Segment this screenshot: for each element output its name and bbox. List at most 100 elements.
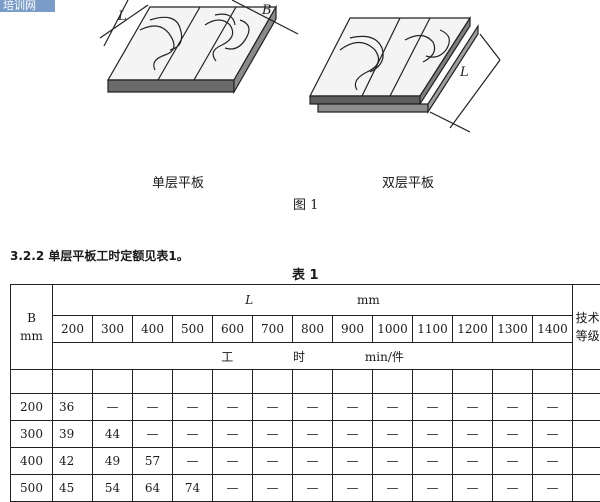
table-cell: — (293, 421, 333, 448)
skill-label-line1: 技术 (573, 309, 600, 327)
column-header-200: 200 (53, 316, 93, 343)
table-cell: — (493, 394, 533, 421)
time-label-work: 工 (221, 350, 233, 364)
table-cell: — (213, 448, 253, 475)
time-label-unit: min/件 (365, 350, 404, 364)
row-skill-cell (573, 448, 600, 475)
table-cell: — (373, 394, 413, 421)
board-figure: L B L (0, 0, 600, 200)
dimension-label-l-right: L (459, 65, 469, 80)
table-cell: — (293, 394, 333, 421)
table-cell: — (213, 475, 253, 502)
table-cell: 45 (53, 475, 93, 502)
table-cell: 54 (93, 475, 133, 502)
column-header-500: 500 (173, 316, 213, 343)
table-cell: — (253, 421, 293, 448)
table-cell: — (333, 421, 373, 448)
skill-label-line2: 等级 (573, 327, 600, 345)
table-cell: — (533, 448, 573, 475)
table-cell: — (413, 448, 453, 475)
table-cell: — (453, 421, 493, 448)
column-header-700: 700 (253, 316, 293, 343)
table-cell: — (373, 421, 413, 448)
table-cell: — (173, 421, 213, 448)
column-header-400: 400 (133, 316, 173, 343)
row-b-value: 500 (11, 475, 53, 502)
section-heading: 3.2.2 单层平板工时定额见表1。 (10, 247, 189, 264)
table-header-row-l: B mm L mm 技术 等级 (11, 285, 600, 316)
row-b-value: 400 (11, 448, 53, 475)
row-skill-cell (573, 475, 600, 502)
column-header-800: 800 (293, 316, 333, 343)
table-cell: — (413, 421, 453, 448)
table-cell: — (213, 394, 253, 421)
table-cell: — (253, 394, 293, 421)
b-label: B (11, 309, 52, 327)
table-cell: 42 (53, 448, 93, 475)
table-cell: — (453, 394, 493, 421)
table-cell: — (93, 394, 133, 421)
time-header-cell: 工 时 min/件 (53, 343, 573, 370)
l-unit: mm (357, 293, 380, 307)
column-header-900: 900 (333, 316, 373, 343)
dimension-label-l: L (117, 9, 127, 24)
table-cell: — (373, 475, 413, 502)
dimension-label-b: B (261, 3, 272, 18)
l-header-cell: L mm (53, 285, 573, 316)
column-header-1200: 1200 (453, 316, 493, 343)
time-label-hour: 时 (293, 350, 305, 364)
table-cell: 36 (53, 394, 93, 421)
single-layer-caption: 单层平板 (152, 172, 204, 191)
table-cell: — (253, 448, 293, 475)
table-cell: — (333, 448, 373, 475)
column-header-600: 600 (213, 316, 253, 343)
column-header-300: 300 (93, 316, 133, 343)
b-header-cell: B mm (11, 285, 53, 370)
table-cell: — (533, 475, 573, 502)
b-unit: mm (11, 327, 52, 345)
row-b-value: 300 (11, 421, 53, 448)
table-cell: — (413, 394, 453, 421)
table-cell: — (493, 475, 533, 502)
table-cell: — (493, 448, 533, 475)
table-gap-row (11, 370, 600, 394)
table-cell: — (293, 475, 333, 502)
table-cell: 74 (173, 475, 213, 502)
table-cell: — (533, 394, 573, 421)
table-cell: 39 (53, 421, 93, 448)
table-cell: 64 (133, 475, 173, 502)
skill-level-header-cell: 技术 等级 (573, 285, 600, 370)
double-layer-board-drawing (310, 18, 500, 132)
table-cell: 44 (93, 421, 133, 448)
table-cell: — (213, 421, 253, 448)
figure-label: 图 1 (293, 194, 318, 213)
row-skill-cell (573, 421, 600, 448)
column-header-1400: 1400 (533, 316, 573, 343)
row-b-value: 200 (11, 394, 53, 421)
l-label: L (245, 293, 253, 307)
table-title: 表 1 (292, 264, 319, 283)
table-cell: — (253, 475, 293, 502)
table-cell: — (413, 475, 453, 502)
table-cell: — (173, 448, 213, 475)
column-header-1100: 1100 (413, 316, 453, 343)
table-cell: — (173, 394, 213, 421)
table-cell: 57 (133, 448, 173, 475)
table-cell: — (333, 475, 373, 502)
column-header-1300: 1300 (493, 316, 533, 343)
table-cell: — (453, 448, 493, 475)
table-cell: — (333, 394, 373, 421)
table-cell: — (453, 475, 493, 502)
table-cell: — (373, 448, 413, 475)
row-skill-cell (573, 394, 600, 421)
table-cell: — (133, 421, 173, 448)
table-cell: — (533, 421, 573, 448)
double-layer-caption: 双层平板 (382, 172, 434, 191)
table-cell: 49 (93, 448, 133, 475)
table-cell: — (493, 421, 533, 448)
